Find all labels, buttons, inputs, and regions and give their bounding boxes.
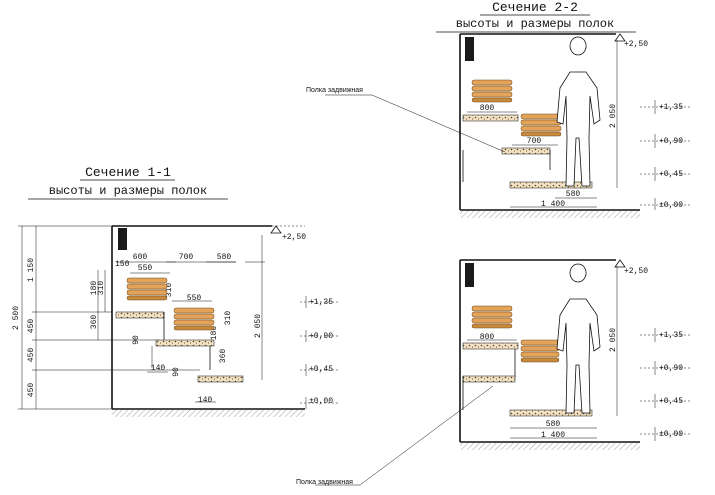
dim-1400: 1 400 bbox=[541, 431, 565, 440]
dim-360-a: 360 bbox=[90, 315, 99, 330]
bench-lower bbox=[197, 375, 244, 383]
dim-2050: 2 050 bbox=[609, 104, 618, 128]
stove-icon bbox=[465, 37, 474, 61]
person-figure bbox=[556, 36, 601, 187]
level-135: +1,35 bbox=[309, 298, 333, 307]
level-045: +0,45 bbox=[659, 170, 683, 179]
section-2-2-bottom: 800 580 1 400 Полка задвижная 2 050 +2,5… bbox=[296, 259, 690, 486]
shelf-upper bbox=[471, 305, 513, 329]
dim-700: 700 bbox=[527, 137, 542, 146]
level-250: +2,50 bbox=[282, 233, 306, 242]
dim-450-b: 450 bbox=[27, 348, 36, 363]
section-2-2-title: Сечение 2-2 bbox=[492, 0, 578, 15]
dim-140-b: 140 bbox=[198, 396, 213, 405]
dim-450-a: 450 bbox=[27, 319, 36, 334]
level-090: +0,90 bbox=[309, 332, 333, 341]
level-090: +0,90 bbox=[659, 137, 683, 146]
level-090: +0,90 bbox=[659, 364, 683, 373]
dim-700: 700 bbox=[179, 253, 194, 262]
dim-360-b: 360 bbox=[219, 349, 228, 364]
dim-2500: 2 500 bbox=[12, 306, 21, 330]
dim-180-b: 180 bbox=[210, 326, 219, 341]
stove-icon bbox=[118, 228, 127, 250]
dim-150: 150 bbox=[115, 260, 130, 269]
dim-600: 600 bbox=[133, 253, 148, 262]
section-1-1-title: Сечение 1-1 bbox=[85, 165, 171, 180]
section-2-2-subtitle: высоты и размеры полок bbox=[456, 17, 614, 31]
dim-90-a: 90 bbox=[132, 335, 141, 345]
level-135: +1,35 bbox=[659, 331, 683, 340]
bench-top bbox=[115, 311, 165, 319]
dim-580: 580 bbox=[546, 420, 561, 429]
level-045: +0,45 bbox=[659, 397, 683, 406]
level-000: ±0,00 bbox=[659, 201, 683, 210]
sliding-shelf-note: Полка задвижная bbox=[306, 87, 363, 94]
dim-580: 580 bbox=[566, 190, 581, 199]
section-2-2-top: Сечение 2-2 высоты и размеры полок 800 7… bbox=[306, 0, 690, 218]
level-250: +2,50 bbox=[624, 40, 648, 49]
dim-90-b: 90 bbox=[172, 367, 181, 377]
dim-1150: 1 150 bbox=[27, 258, 36, 282]
level-045: +0,45 bbox=[309, 365, 333, 374]
person-figure bbox=[556, 263, 601, 414]
dim-450-c: 450 bbox=[27, 383, 36, 398]
sliding-shelf-note: Полка задвижная bbox=[296, 479, 353, 486]
shelf-middle bbox=[173, 307, 215, 331]
shelf-middle bbox=[520, 113, 562, 137]
dim-550-a: 550 bbox=[138, 264, 153, 273]
dim-140-a: 140 bbox=[151, 364, 166, 373]
dim-310-a: 310 bbox=[97, 281, 106, 296]
level-000: ±0,00 bbox=[659, 430, 683, 439]
dim-180: 180 bbox=[90, 281, 99, 296]
dim-310-c: 310 bbox=[224, 311, 233, 326]
section-1-1-subtitle: высоты и размеры полок bbox=[49, 184, 207, 198]
dim-580: 580 bbox=[217, 253, 232, 262]
shelf-middle bbox=[520, 339, 560, 363]
level-000: ±0,00 bbox=[309, 397, 333, 406]
dim-550-b: 550 bbox=[187, 294, 202, 303]
shelf-upper bbox=[126, 277, 168, 301]
level-250: +2,50 bbox=[624, 267, 648, 276]
section-1-1: Сечение 1-1 высоты и размеры полок 2 500… bbox=[12, 165, 340, 417]
dim-310-b: 310 bbox=[165, 283, 174, 298]
dim-800: 800 bbox=[480, 333, 495, 342]
dim-800: 800 bbox=[480, 104, 495, 113]
stove-icon bbox=[465, 263, 474, 287]
level-135: +1,35 bbox=[659, 103, 683, 112]
shelf-upper bbox=[471, 79, 513, 103]
dim-2050: 2 050 bbox=[609, 328, 618, 352]
dim-1400: 1 400 bbox=[541, 200, 565, 209]
dim-2050: 2 050 bbox=[254, 314, 263, 338]
bench-middle bbox=[155, 339, 215, 347]
